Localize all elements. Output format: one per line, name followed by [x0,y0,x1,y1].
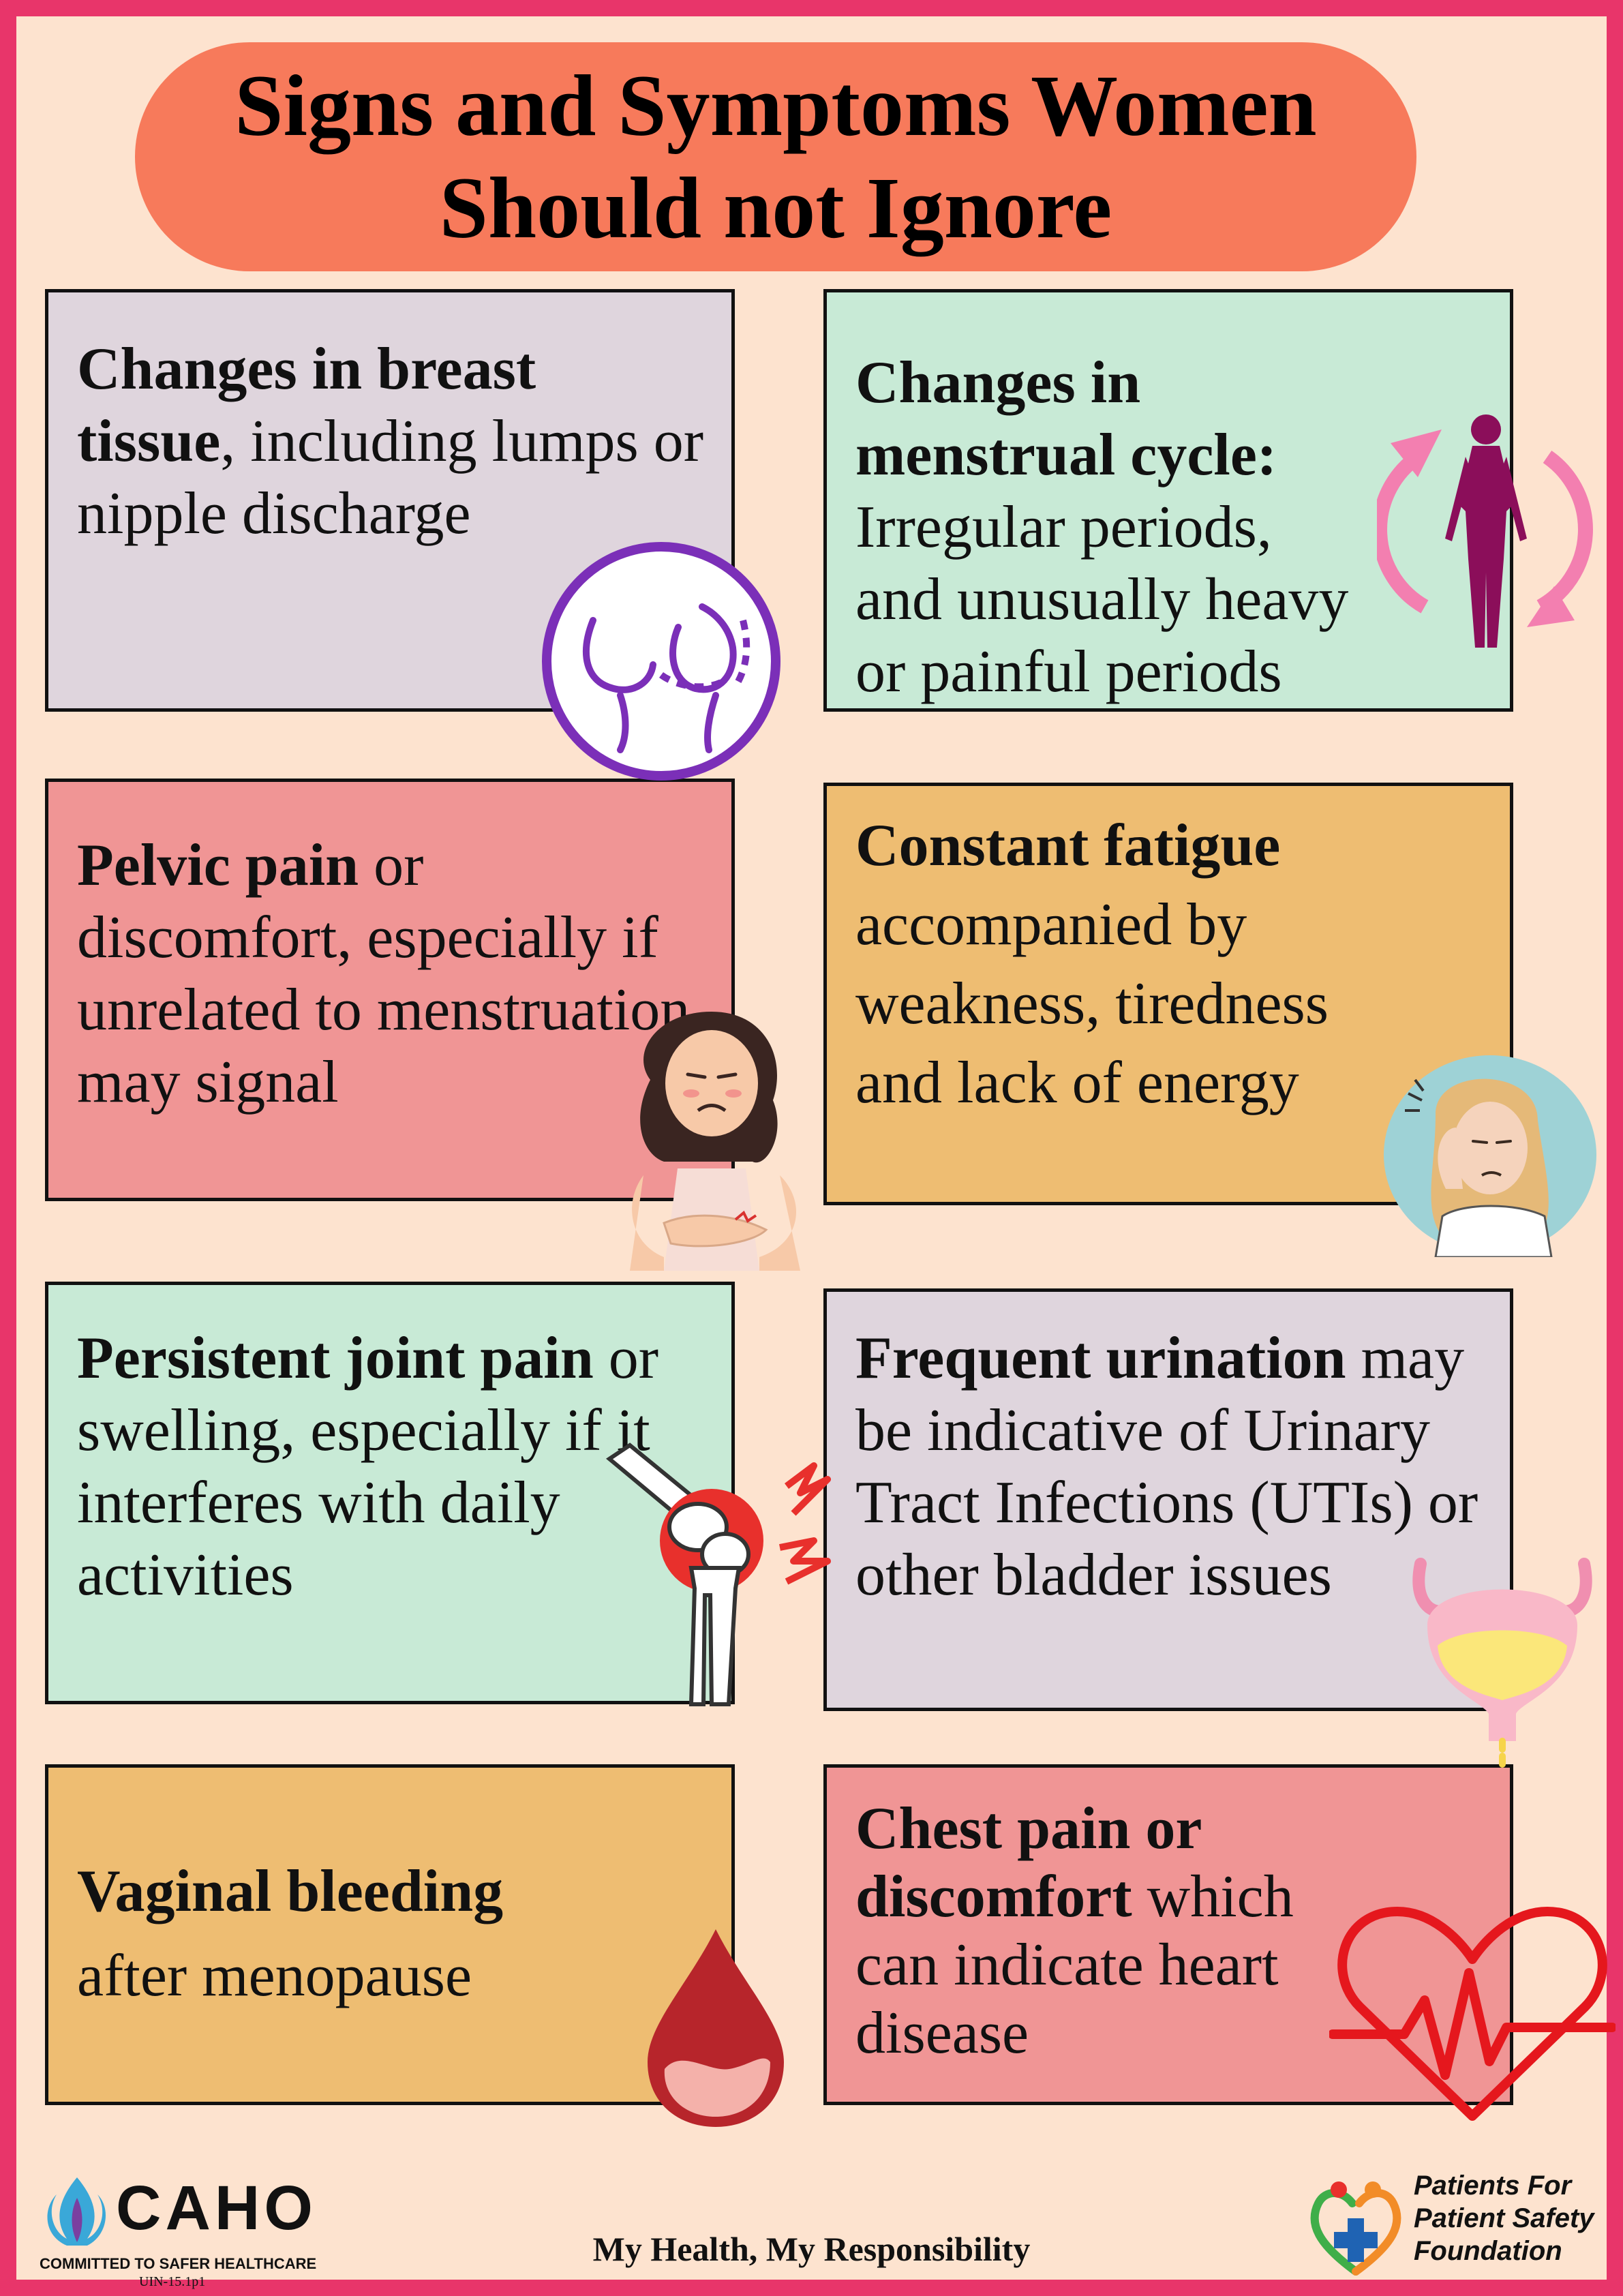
card-text: or discomfort, especially if unrelated t… [77,832,691,1115]
card-text: after menopause [77,1943,472,2009]
card-heading: Changes in breast tissue [77,336,536,474]
card-text: Irregular periods, and unusually heavy o… [855,494,1349,705]
card-frequent-urination: Frequent urination may be indicative of … [823,1288,1513,1711]
card-text: which can indicate heart disease [855,1864,1294,2066]
card-heading: Frequent urination [855,1325,1346,1391]
caho-tagline: COMMITTED TO SAFER HEALTHCARE [40,2255,317,2272]
card-heading: Pelvic pain [77,832,359,898]
caho-name: CAHO [116,2173,317,2243]
ppsf-line2: Patient Safety [1414,2203,1594,2233]
caho-flame-icon [47,2177,106,2246]
bladder-icon [1412,1558,1592,1772]
title-banner: Signs and Symptoms Women Should not Igno… [135,42,1416,271]
knee-joint-pain-icon [605,1442,831,1706]
document-code: UIN-15.1p1 [139,2274,206,2289]
caho-logo: CAHO COMMITTED TO SAFER HEALTHCARE UIN-1… [40,2171,326,2289]
ppsf-logo: Patients For Patient Safety Foundation [1291,2169,1605,2278]
breast-icon [542,542,780,781]
page-title-line1: Signs and Symptoms Women [234,57,1317,154]
card-text: may be indicative of Urinary Tract Infec… [855,1325,1478,1608]
card-joint-pain: Persistent joint pain or swelling, espec… [45,1282,735,1704]
card-text: accompanied by weakness, tiredness and l… [855,892,1329,1116]
card-text: , including lumps or nipple discharge [77,408,704,547]
card-vaginal-bleeding: Vaginal bleeding after menopause [45,1764,735,2105]
menstrual-cycle-icon [1377,414,1593,648]
card-pelvic-pain: Pelvic pain or discomfort, especially if… [45,779,735,1201]
ppsf-name: Patients For Patient Safety Foundation [1414,2169,1594,2267]
infographic-page: Signs and Symptoms Women Should not Igno… [16,16,1616,2289]
card-heading: Constant fatigue [855,813,1281,879]
blood-drop-icon [648,1929,784,2127]
woman-abdominal-pain-icon [630,1012,800,1271]
card-heading: Vaginal bleeding [77,1858,504,1924]
ppsf-line3: Foundation [1414,2236,1562,2266]
page-title-line2: Should not Ignore [439,160,1112,256]
card-heading: Persistent joint pain [77,1325,594,1391]
tired-woman-icon [1384,1055,1596,1257]
card-breast-changes: Changes in breast tissue, including lump… [45,289,735,712]
card-fatigue: Constant fatigue accompanied by weakness… [823,783,1513,1205]
card-heading: Chest pain or discomfort [855,1796,1201,1930]
card-text: or swelling, especially if it interferes… [77,1325,659,1608]
card-heading: Changes in menstrual cycle: [855,350,1277,488]
card-menstrual-changes: Changes in menstrual cycle: Irregular pe… [823,289,1513,712]
ppsf-heart-icon [1310,2181,1401,2276]
ppsf-line1: Patients For [1414,2171,1572,2201]
footer-slogan: My Health, My Responsibility [592,2230,1031,2268]
heartbeat-icon [1329,1907,1616,2121]
